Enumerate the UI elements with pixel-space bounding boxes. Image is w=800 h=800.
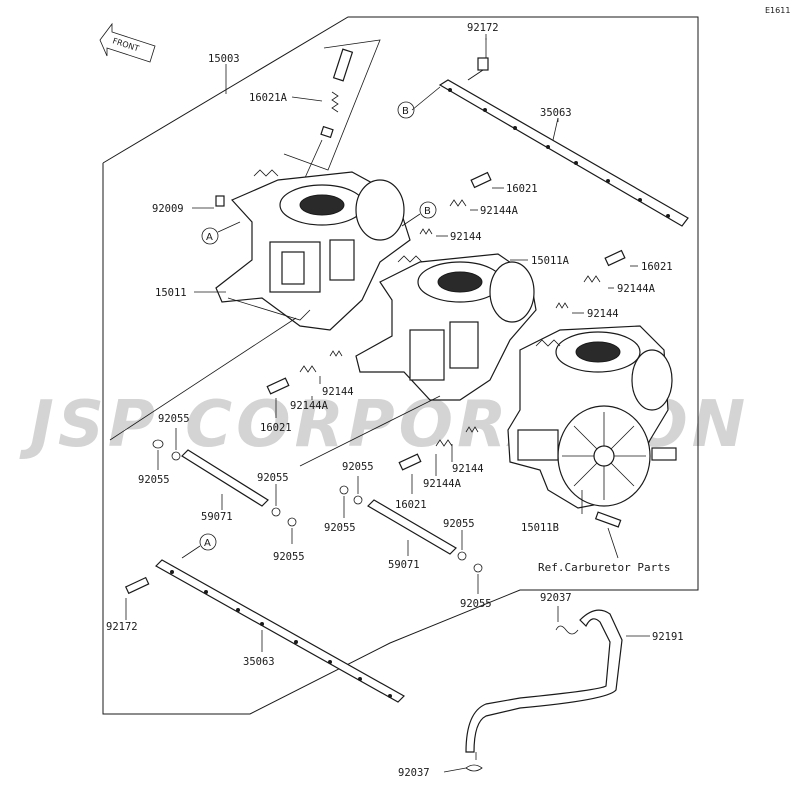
hose-group — [465, 609, 623, 772]
marker-a-bottom: A — [199, 533, 217, 551]
label-92055-a: 92055 — [158, 413, 190, 425]
label-92055-f: 92055 — [324, 522, 356, 534]
bottom-bracket-group — [124, 545, 405, 703]
carburetor-left — [215, 169, 411, 331]
label-92037-b: 92037 — [398, 767, 430, 779]
label-92191: 92191 — [652, 631, 684, 643]
label-92144A-c: 92144A — [290, 400, 329, 412]
label-92144A-d: 92144A — [423, 478, 462, 490]
label-92055-d: 92055 — [273, 551, 305, 563]
label-59071-b: 59071 — [388, 559, 420, 571]
label-16021-a: 16021 — [506, 183, 538, 195]
label-92144-c: 92144 — [322, 386, 354, 398]
small-parts — [215, 171, 626, 528]
part-labels: 92172 15003 16021A 35063 92009 16021 921… — [106, 22, 684, 779]
label-92144A-a: 92144A — [480, 205, 519, 217]
label-92055-b: 92055 — [138, 474, 170, 486]
ref-carburetor-note: Ref.Carburetor Parts — [538, 561, 670, 574]
leader-lines — [125, 34, 650, 773]
fuel-pipes — [109, 317, 483, 573]
label-92037-a: 92037 — [540, 592, 572, 604]
label-15011B: 15011B — [521, 522, 559, 534]
marker-a-bottom-label: A — [204, 538, 211, 549]
label-16021-b: 16021 — [641, 261, 673, 273]
marker-b-mid-label: B — [424, 206, 431, 217]
label-92144-a: 92144 — [450, 231, 482, 243]
carburetor-center — [355, 253, 537, 401]
label-35063-bottom: 35063 — [243, 656, 275, 668]
label-16021-c: 16021 — [260, 422, 292, 434]
top-bracket-group — [411, 38, 689, 227]
label-92172-bottom: 92172 — [106, 621, 138, 633]
marker-a-left-label: A — [206, 232, 213, 243]
label-59071-a: 59071 — [201, 511, 233, 523]
label-15003: 15003 — [208, 53, 240, 65]
marker-a-left: A — [201, 221, 241, 245]
label-92055-h: 92055 — [460, 598, 492, 610]
label-16021A: 16021A — [249, 92, 288, 104]
adjuster-inset — [283, 39, 381, 181]
label-16021-d: 16021 — [395, 499, 427, 511]
label-92009: 92009 — [152, 203, 184, 215]
label-92055-c: 92055 — [257, 472, 289, 484]
label-92055-e: 92055 — [342, 461, 374, 473]
marker-b-top: B — [397, 101, 415, 119]
label-15011A: 15011A — [531, 255, 570, 267]
label-92144-d: 92144 — [452, 463, 484, 475]
label-15011: 15011 — [155, 287, 187, 299]
marker-b-top-label: B — [402, 106, 409, 117]
carburetor-right — [507, 325, 677, 509]
label-92144A-b: 92144A — [617, 283, 656, 295]
label-35063-top: 35063 — [540, 107, 572, 119]
marker-b-mid: B — [401, 201, 437, 227]
label-92055-g: 92055 — [443, 518, 475, 530]
front-arrow-icon: FRONT — [99, 22, 156, 63]
label-92172-top: 92172 — [467, 22, 499, 34]
label-92144-b: 92144 — [587, 308, 619, 320]
drawing-code: E1611 — [765, 6, 790, 15]
assembly-outline — [102, 16, 699, 715]
